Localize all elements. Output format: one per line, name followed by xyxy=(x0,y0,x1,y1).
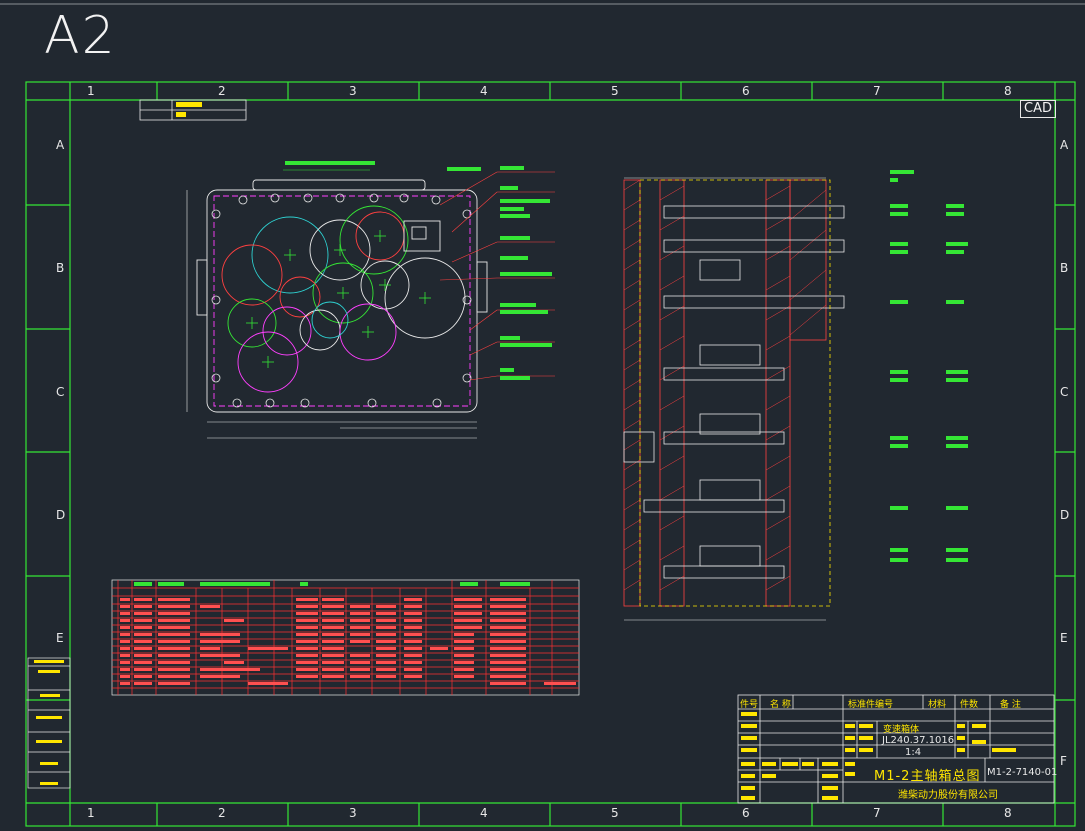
scale-value: 1:4 xyxy=(905,747,922,758)
column-label: 3 xyxy=(349,84,357,98)
row-label: C xyxy=(56,385,65,399)
row-label: B xyxy=(1060,261,1069,275)
row-label: B xyxy=(56,261,65,275)
gearbox-section-view xyxy=(623,177,845,621)
tb-header-qty: 件数 xyxy=(960,700,979,710)
product-name: 变速箱体 xyxy=(883,725,920,735)
tb-header-part-no: 件号 xyxy=(740,700,759,710)
upper-left-label-box xyxy=(139,99,247,121)
column-label: 5 xyxy=(611,806,619,820)
column-label: 7 xyxy=(873,806,881,820)
column-label: 1 xyxy=(87,806,95,820)
column-label: 8 xyxy=(1004,806,1012,820)
column-label: 4 xyxy=(480,84,488,98)
drawing-title: M1-2主轴箱总图 xyxy=(874,769,981,784)
part-code: JL240.37.1016 xyxy=(882,735,955,746)
gear-parameter-table xyxy=(111,579,580,696)
column-label: 3 xyxy=(349,806,357,820)
revision-table xyxy=(27,657,71,789)
column-label: 1 xyxy=(87,84,95,98)
row-label: A xyxy=(1060,138,1069,152)
row-label: E xyxy=(1060,631,1068,645)
row-label: C xyxy=(1060,385,1069,399)
tb-header-standard: 标准件编号 xyxy=(848,700,894,710)
row-label: D xyxy=(1060,508,1070,522)
title-block xyxy=(737,694,1055,804)
row-label: D xyxy=(56,508,66,522)
gearbox-plan-view xyxy=(186,169,555,439)
row-label: F xyxy=(1060,754,1067,768)
column-label: 6 xyxy=(742,84,750,98)
column-label: 6 xyxy=(742,806,750,820)
drawing-frame xyxy=(25,81,1076,827)
column-label: 5 xyxy=(611,84,619,98)
cad-badge: CAD xyxy=(1020,100,1056,118)
tb-header-remarks: 备 注 xyxy=(1000,700,1021,710)
row-label: A xyxy=(56,138,65,152)
row-label: E xyxy=(56,631,64,645)
tb-header-material: 材料 xyxy=(928,700,947,710)
column-label: 2 xyxy=(218,806,226,820)
column-label: 4 xyxy=(480,806,488,820)
sheet-size-label: A2 xyxy=(44,6,117,66)
company-name: 潍柴动力股份有限公司 xyxy=(898,790,998,801)
drawing-number: M1-2-7140-01 xyxy=(987,767,1058,778)
column-label: 7 xyxy=(873,84,881,98)
column-label: 8 xyxy=(1004,84,1012,98)
column-label: 2 xyxy=(218,84,226,98)
tb-header-name: 名 称 xyxy=(770,700,791,710)
